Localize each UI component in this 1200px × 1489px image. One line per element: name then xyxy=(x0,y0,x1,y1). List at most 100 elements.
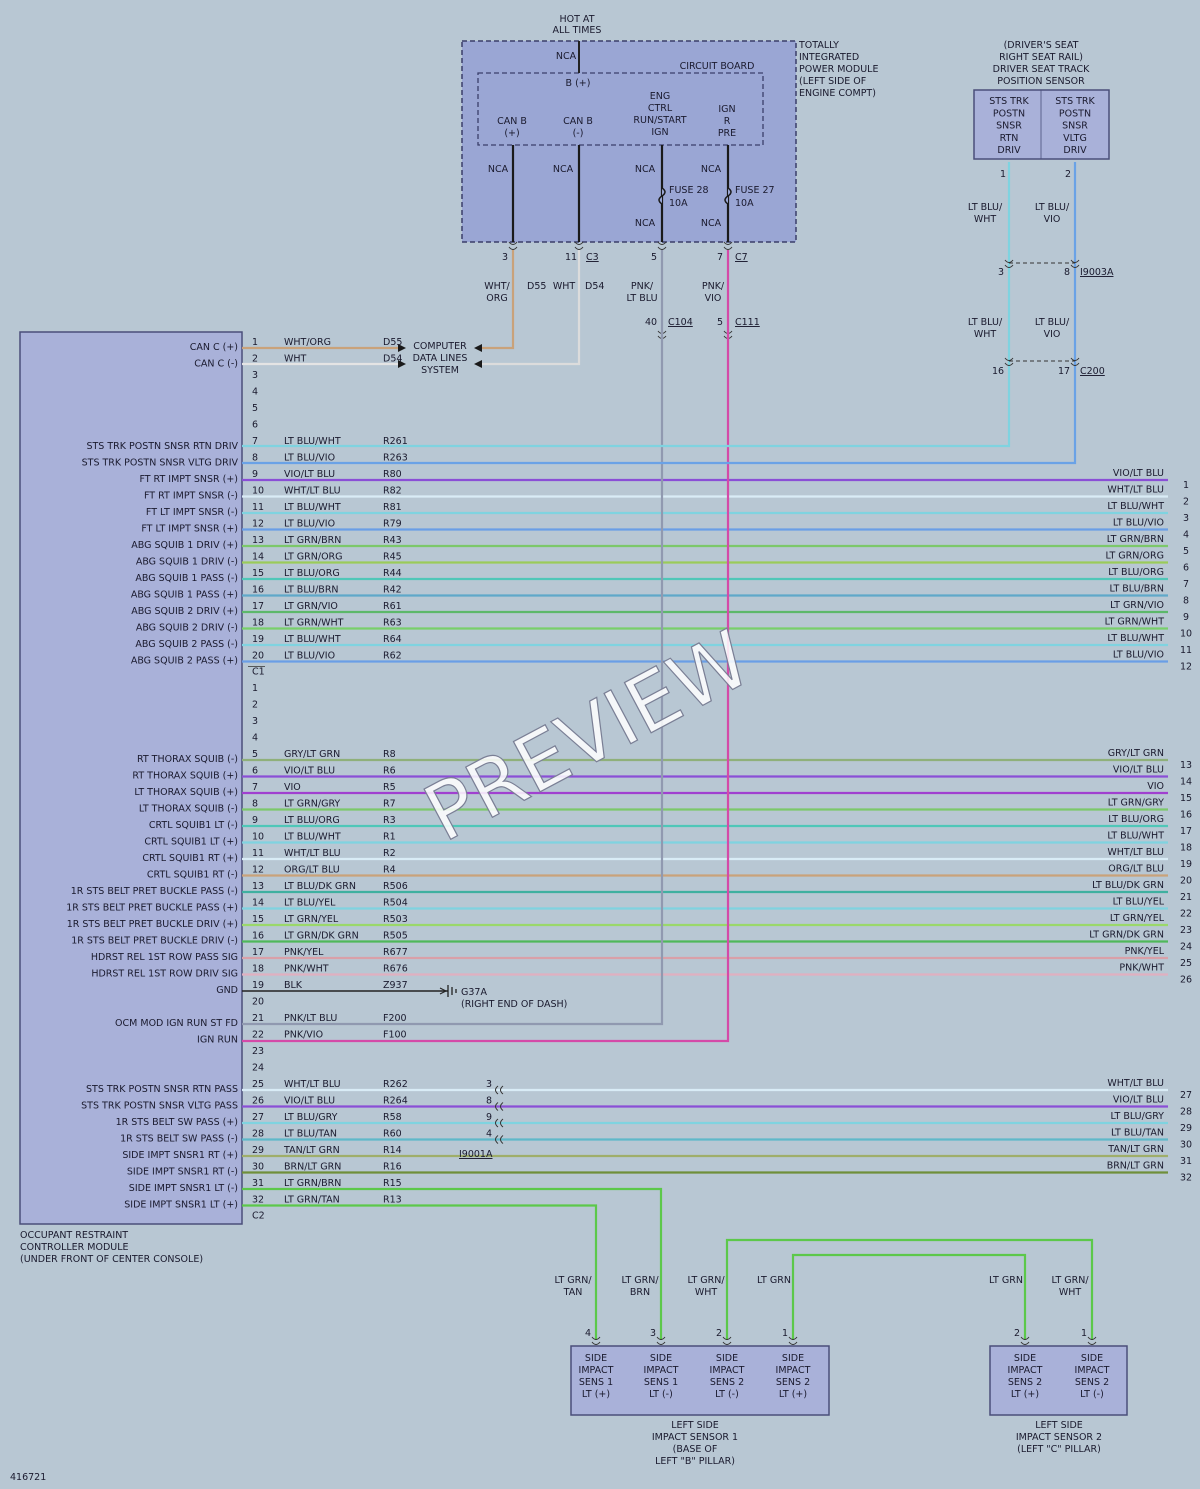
preview-watermark: PREVIEW xyxy=(411,614,765,859)
c2-pin-27-right-color: LT BLU/GRY xyxy=(1111,1111,1165,1122)
c2-pin-25-harness-num: 27 xyxy=(1180,1090,1192,1101)
sensor2-title-line-2: (LEFT "C" PILLAR) xyxy=(1017,1444,1101,1455)
wire-label-pnk-vio-line-1: VIO xyxy=(705,293,722,304)
ipm-pin-0: 3 xyxy=(502,252,508,263)
sensor2-plus-wire xyxy=(791,1253,1027,1340)
sensor1-pin-3: 3 xyxy=(650,1328,656,1339)
c2-pin-30: 30 xyxy=(252,1162,264,1173)
c2-pin-25-label: STS TRK POSTN SNSR RTN PASS xyxy=(86,1084,238,1095)
c2-pin-2: 2 xyxy=(252,700,258,711)
c200-pin-a: 16 xyxy=(992,366,1004,377)
c2-pin-5: 5 xyxy=(252,749,258,760)
i9003a-label: I9003A xyxy=(1080,267,1114,278)
c2-pin-19: 19 xyxy=(252,980,264,991)
seat-sensor-title-line-3: POSITION SENSOR xyxy=(997,76,1085,87)
c1-pin-20: 20 xyxy=(252,651,264,662)
c2-pin-29-circuit: R14 xyxy=(383,1145,402,1156)
c1-pin-20-label: ABG SQUIB 2 PASS (+) xyxy=(131,656,238,667)
c2-pin-19-label: GND xyxy=(216,985,238,996)
c2-pin-11-label: CRTL SQUIB1 RT (+) xyxy=(142,853,238,864)
c2-pin-29-harness-num: 31 xyxy=(1180,1156,1192,1167)
seat-sensor-pin2-line-0: STS TRK xyxy=(1055,96,1095,107)
c2-pin-31: 31 xyxy=(252,1178,264,1189)
c1-pin-17-wire-color: LT GRN/VIO xyxy=(284,601,338,612)
c2-pin-27-harness-num: 29 xyxy=(1180,1123,1192,1134)
sensor1-cell-2-line-2: SENS 2 xyxy=(710,1377,744,1388)
c2-pin-18-wire-color: PNK/WHT xyxy=(284,964,329,975)
c1-pin-8-label: STS TRK POSTN SNSR VLTG DRIV xyxy=(82,458,239,469)
c1-pin-19-wire-color: LT BLU/WHT xyxy=(284,634,341,645)
c2-pin-29-right-color: TAN/LT GRN xyxy=(1107,1144,1164,1155)
c2-pin-8-label: LT THORAX SQUIB (-) xyxy=(139,804,238,815)
circuit-board-box xyxy=(477,72,764,146)
c2-pin-11-wire-color: WHT/LT BLU xyxy=(284,848,341,859)
c2-pin-5-right-color: GRY/LT GRN xyxy=(1108,748,1164,759)
hot-at-all-times-line-1: ALL TIMES xyxy=(553,25,602,36)
wire-label-pnk-ltblu-line-1: LT BLU xyxy=(626,293,657,304)
seat-sensor-pin1-line-4: DRIV xyxy=(997,145,1021,156)
c1-pin-18: 18 xyxy=(252,618,264,629)
sensor1-title-line-3: LEFT "B" PILLAR) xyxy=(655,1456,735,1467)
c2-pin-28: 28 xyxy=(252,1129,264,1140)
c1-pin-20-right-color: LT BLU/VIO xyxy=(1113,650,1164,661)
c2-pin-9-harness-num: 17 xyxy=(1180,826,1192,837)
c1-pin-13-harness-num: 5 xyxy=(1183,546,1189,557)
c2-pin-17-circuit: R677 xyxy=(383,947,408,958)
c2-pin-10-right-color: LT BLU/WHT xyxy=(1107,831,1164,842)
computer-data-lines-line-1: DATA LINES xyxy=(413,353,468,364)
c1-pin-12-label: FT LT IMPT SNSR (+) xyxy=(141,524,238,535)
c1-pin-8-wire-color: LT BLU/VIO xyxy=(284,453,335,464)
canb-plus-line-0: CAN B xyxy=(497,116,527,127)
seat-sensor-pin1-line-0: STS TRK xyxy=(989,96,1029,107)
c2-pin-11-harness-num: 19 xyxy=(1180,859,1192,870)
seat-wire1-label-line-1: WHT xyxy=(974,214,997,225)
c1-pin-17-label: ABG SQUIB 2 DRIV (+) xyxy=(131,606,238,617)
ground-symbol xyxy=(447,985,457,997)
c2-pin-22-circuit: F100 xyxy=(383,1030,407,1041)
c2-pin-21-circuit: F200 xyxy=(383,1013,407,1024)
ipm-conn-mark-2 xyxy=(657,241,667,250)
c1-pin-13: 13 xyxy=(252,535,264,546)
c2-pin-30-harness-num: 32 xyxy=(1180,1173,1192,1184)
c2-pin-14-label: 1R STS BELT PRET BUCKLE PASS (+) xyxy=(66,903,238,914)
c2-pin-12-label: CRTL SQUIB1 RT (-) xyxy=(147,870,238,881)
sensor2-cell-0-line-2: SENS 2 xyxy=(1008,1377,1042,1388)
c1-pin-1-wire-color: WHT/ORG xyxy=(284,337,331,348)
sensor1-cell-2-line-0: SIDE xyxy=(716,1353,738,1364)
c2-pin-6-label: RT THORAX SQUIB (+) xyxy=(132,771,238,782)
ipm-label-line-2: POWER MODULE xyxy=(799,64,878,75)
c2-pin-22-label: IGN RUN xyxy=(197,1035,238,1046)
bplus-label: B (+) xyxy=(566,78,591,89)
c1-pin-7-circuit: R261 xyxy=(383,436,408,447)
c1-pin-12-wire-color: LT BLU/VIO xyxy=(284,519,335,530)
c2-pin-15: 15 xyxy=(252,914,264,925)
d55-wire xyxy=(480,250,515,350)
i9001a-pin-28: 4 xyxy=(486,1129,492,1140)
ipm-nca-4: NCA xyxy=(701,164,722,175)
sensor1-title-line-0: LEFT SIDE xyxy=(671,1420,719,1431)
c2-pin-21: 21 xyxy=(252,1013,264,1024)
sensor2-cell-1-line-1: IMPACT xyxy=(1075,1365,1110,1376)
c2-pin-13: 13 xyxy=(252,881,264,892)
c1-pin-14-circuit: R45 xyxy=(383,552,402,563)
c2-pin-21-label: OCM MOD IGN RUN ST FD xyxy=(115,1018,238,1029)
c2-pin-28-right-color: LT BLU/TAN xyxy=(1111,1128,1164,1139)
c2-connector-label: C2 xyxy=(252,1211,265,1222)
seat-sensor-pin2-line-4: DRIV xyxy=(1063,145,1087,156)
c2-pin-25-wire-color: WHT/LT BLU xyxy=(284,1079,341,1090)
c1-pin-19-label: ABG SQUIB 2 PASS (-) xyxy=(135,639,238,650)
ipm-nca-6: NCA xyxy=(701,218,722,229)
c2-pin-18-right-color: PNK/WHT xyxy=(1119,963,1164,974)
c2-pin-30-circuit: R16 xyxy=(383,1162,402,1173)
sensor1-cell-1-line-0: SIDE xyxy=(650,1353,672,1364)
c2-pin-12-harness-num: 20 xyxy=(1180,876,1192,887)
seat-sensor-p1: 1 xyxy=(1000,169,1006,180)
c2-pin-32-circuit: R13 xyxy=(383,1195,402,1206)
sensor1-wire-1-line-0: LT GRN/ xyxy=(621,1275,659,1286)
sensor-conn-mark-5 xyxy=(1087,1336,1097,1345)
c1-pin-15-wire-color: LT BLU/ORG xyxy=(284,568,340,579)
seat-wire2-label-line-0: LT BLU/ xyxy=(1035,202,1070,213)
seat-sensor-pin2-line-2: SNSR xyxy=(1062,121,1088,132)
c2-pin-10-circuit: R1 xyxy=(383,832,396,843)
c2-pin-27: 27 xyxy=(252,1112,264,1123)
